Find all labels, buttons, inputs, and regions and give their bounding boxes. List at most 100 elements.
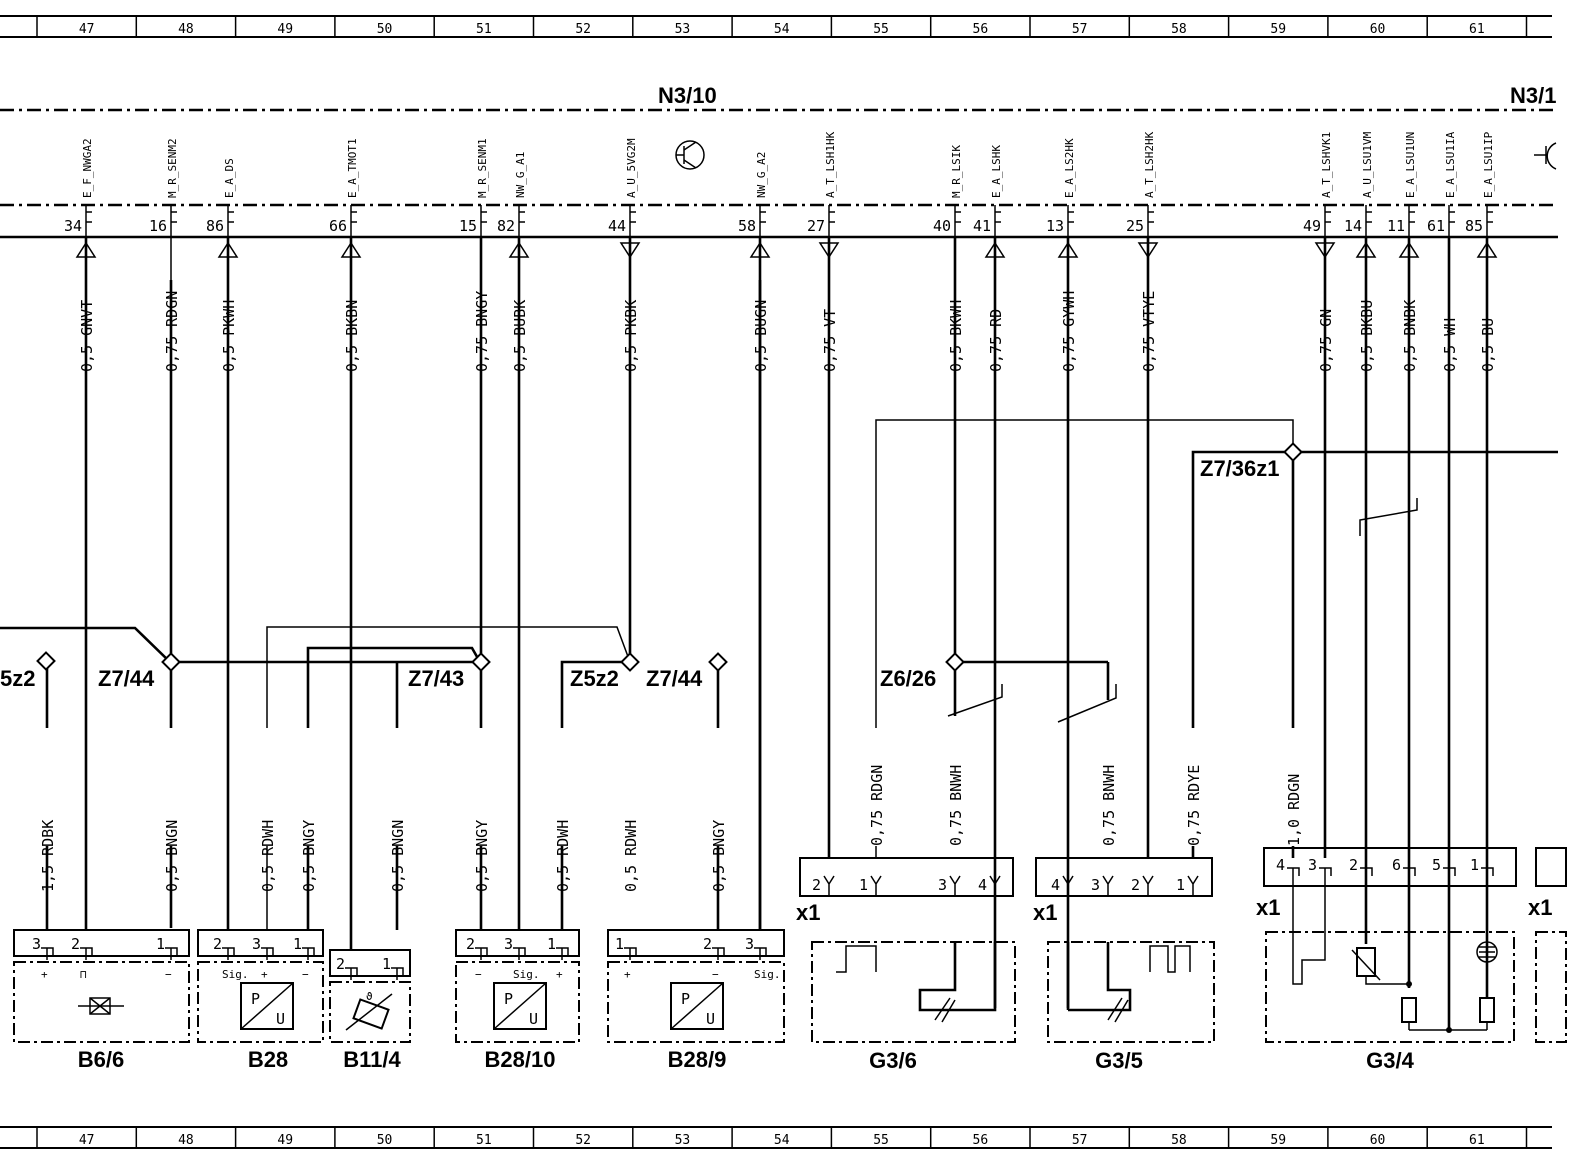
signal-name: E_F_NWGA2 <box>81 138 94 198</box>
pressure-sensor-icon <box>240 982 294 1030</box>
wire-label: 0,5 GNVT <box>78 300 96 372</box>
pin-number: 3 <box>745 935 754 953</box>
pin-number: 82 <box>497 217 515 235</box>
pin-number: 1 <box>382 955 391 973</box>
wire-label: 0,5 RDWH <box>554 820 572 892</box>
column-number: 52 <box>575 22 591 37</box>
signal-name: E_A_LS2HK <box>1063 138 1076 198</box>
column-number: 49 <box>277 22 293 37</box>
wire-label: 0,5 BKWH <box>947 300 965 372</box>
pin-number: 86 <box>206 217 224 235</box>
component-label: B11/4 <box>343 1047 401 1072</box>
pin-number: 66 <box>329 217 347 235</box>
terminal-label: − <box>475 968 482 981</box>
splice-label: Z7/43 <box>408 666 464 691</box>
signal-name: E_A_LSU1UN <box>1404 132 1417 198</box>
column-number: 50 <box>377 1133 393 1148</box>
column-number: 56 <box>973 22 989 37</box>
pulse-icon <box>1292 886 1326 985</box>
component-label: B28/9 <box>668 1047 727 1072</box>
pin-number: 1 <box>547 935 556 953</box>
pin-number: 58 <box>738 217 756 235</box>
wire-label: 0,5 BKBN <box>343 300 361 372</box>
pin-number: 14 <box>1344 217 1362 235</box>
pin-number: 2 <box>1131 876 1140 894</box>
pin-number: 1 <box>1470 856 1479 874</box>
signal-name: E_A_LSHK <box>990 145 1003 198</box>
signal-name: M_R_LSIK <box>950 145 963 198</box>
column-number: 58 <box>1171 1133 1187 1148</box>
pin-number: 4 <box>1276 856 1285 874</box>
wire-label: 0,75 RD <box>987 309 1005 372</box>
pin-number: 44 <box>608 217 626 235</box>
column-number: 61 <box>1469 22 1485 37</box>
pin-number: 49 <box>1303 217 1321 235</box>
wire-label: 0,5 PKWH <box>220 300 238 372</box>
pin-number: 2 <box>336 955 345 973</box>
wire-label: 0,5 BNBK <box>1401 300 1419 372</box>
wire-label: 0,75 RDGN <box>868 765 886 846</box>
module-label-n3-right: N3/1 <box>1510 83 1556 108</box>
pin-number: 2 <box>213 935 222 953</box>
pin-number: 40 <box>933 217 951 235</box>
signal-name: NW_G_A2 <box>755 152 768 198</box>
wire-label: 0,5 BNGN <box>163 820 181 892</box>
column-number: 61 <box>1469 1133 1485 1148</box>
column-number: 57 <box>1072 1133 1088 1148</box>
module-label-n3-10: N3/10 <box>658 83 717 108</box>
splice-label: Z6/26 <box>880 666 936 691</box>
wire-label: 0,75 GN <box>1317 309 1335 372</box>
splice-node <box>36 442 1303 672</box>
pin-number: 27 <box>807 217 825 235</box>
column-number: 53 <box>675 22 691 37</box>
column-number: 47 <box>79 22 95 37</box>
terminal-label: Sig. <box>222 968 249 981</box>
terminal-label: − <box>165 968 172 981</box>
connector-label: x1 <box>1256 895 1280 920</box>
component-label: B6/6 <box>78 1047 124 1072</box>
pin-number: 25 <box>1126 217 1144 235</box>
pulse-icon <box>1149 945 1191 973</box>
wire-label: 0,75 BNWH <box>1100 765 1118 846</box>
terminal-label: + <box>41 968 48 981</box>
column-number: 48 <box>178 1133 194 1148</box>
wire-label: 0,75 BNGY <box>473 291 491 372</box>
resistor-icon <box>1479 997 1495 1023</box>
pin-number: 34 <box>64 217 82 235</box>
pin-40: M_R_LSIK 40 0,5 BKWH <box>933 145 965 716</box>
wire-label: 0,75 VT <box>821 309 839 372</box>
svg-text:U: U <box>706 1010 715 1028</box>
wire-label: 0,75 BNWH <box>947 765 965 846</box>
pin-number: 85 <box>1465 217 1483 235</box>
column-number: 50 <box>377 22 393 37</box>
pin-number: 1 <box>156 935 165 953</box>
signal-name: A_U_LSU1VM <box>1361 131 1374 198</box>
pin-number: 11 <box>1387 217 1405 235</box>
column-number: 55 <box>873 1133 889 1148</box>
pin-number: 3 <box>32 935 41 953</box>
wire-label: 0,5 RDWH <box>622 820 640 892</box>
pin-number: 1 <box>1176 876 1185 894</box>
svg-text:ϑ: ϑ <box>366 990 373 1003</box>
terminal-label: Sig. <box>754 968 781 981</box>
connector-label: x1 <box>796 900 820 925</box>
wire-label: 0,5 WH <box>1441 318 1459 372</box>
column-number: 57 <box>1072 22 1088 37</box>
routed-wires <box>0 280 1558 930</box>
module-outline <box>0 108 1558 239</box>
pin-number: 61 <box>1427 217 1445 235</box>
